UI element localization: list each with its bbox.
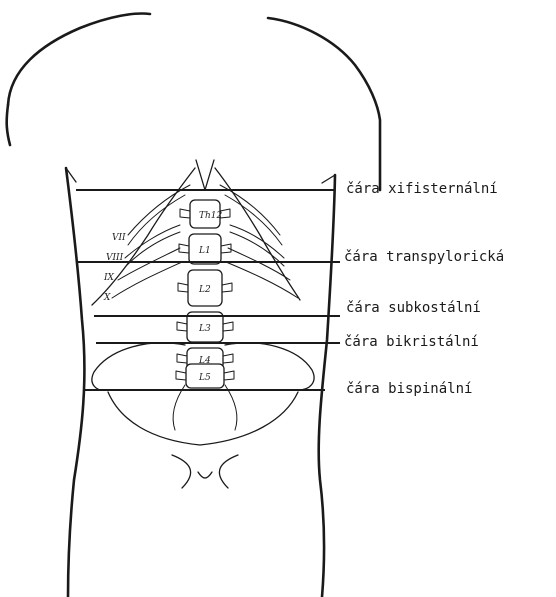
vertebra-label: L1: [198, 246, 211, 256]
left-shoulder-outline: [8, 14, 150, 105]
right-shoulder-outline: [268, 18, 380, 190]
groin-outline: [172, 455, 238, 488]
xiphoid-process: [196, 160, 214, 190]
left-iliac-crest: [92, 343, 185, 390]
right-rib-7: [220, 185, 280, 235]
sacrum-left: [173, 385, 185, 430]
rib-labels: VII VIII IX X: [103, 233, 126, 303]
vertebra: L5: [176, 364, 234, 388]
rib-label: VII: [112, 233, 126, 243]
right-armpit: [322, 175, 335, 183]
vertebra: L1: [179, 234, 231, 264]
vertebra: L2: [178, 270, 232, 306]
left-rib-7b: [128, 195, 185, 245]
left-rib-10: [112, 262, 182, 298]
left-arm-outline: [7, 105, 10, 145]
right-rib-7b: [225, 195, 282, 245]
vertebra: Th12: [180, 200, 230, 228]
label-bicristal: čára bikristální: [344, 334, 479, 350]
right-flank-outline: [319, 175, 335, 597]
left-costal-arch: [92, 168, 195, 305]
left-rib-8: [125, 225, 180, 258]
right-iliac-crest: [225, 343, 314, 390]
sacrum-right: [225, 385, 237, 430]
label-subcostal: čára subkostální: [346, 300, 481, 316]
right-rib-9: [228, 248, 290, 280]
rib-label: IX: [103, 273, 115, 283]
label-xifisternal: čára xifisternální: [346, 181, 498, 197]
right-costal-arch: [215, 168, 300, 300]
label-bispinal: čára bispinální: [346, 381, 472, 397]
vertebra-label: L5: [198, 373, 211, 383]
left-flank-outline: [66, 168, 84, 597]
pelvic-basin: [108, 392, 298, 445]
vertebra-label: L3: [198, 324, 211, 334]
vertebra-label: Th12: [199, 211, 223, 221]
left-rib-7: [128, 185, 190, 235]
rib-label: X: [103, 293, 111, 303]
label-transpyloric: čára transpylorická: [344, 249, 504, 265]
vertebra-label: L2: [198, 285, 211, 295]
